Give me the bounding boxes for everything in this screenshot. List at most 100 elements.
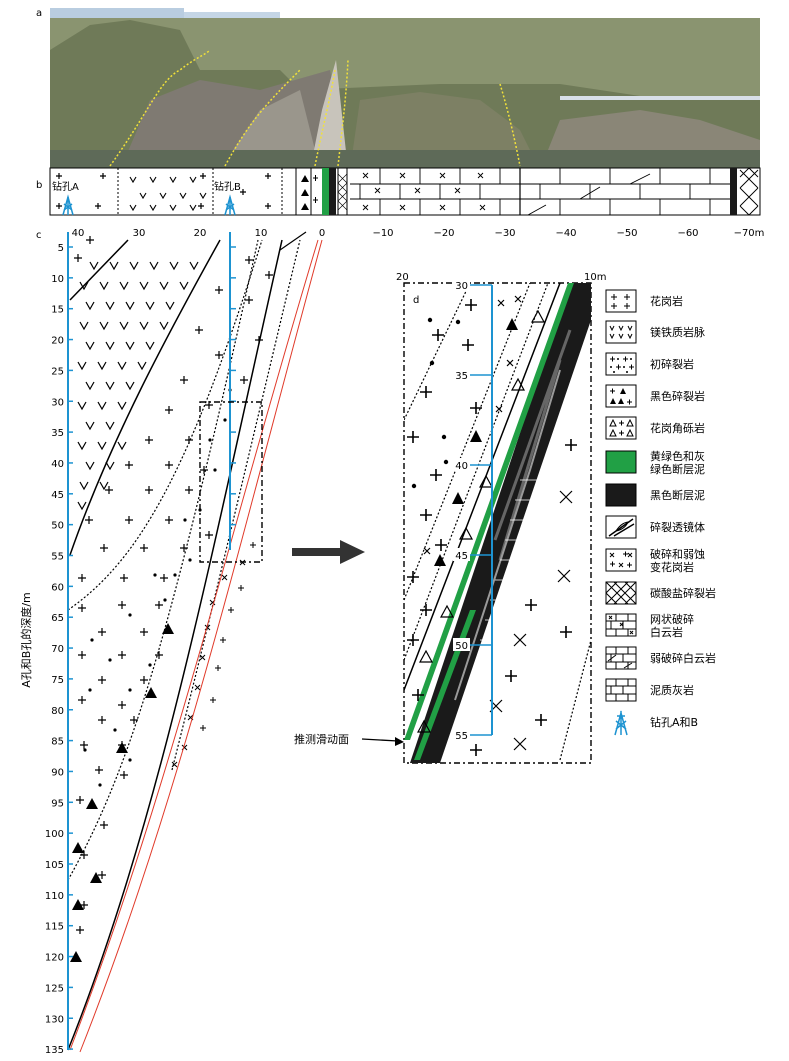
legend-swatch [605,384,637,408]
borehole-a-label: 钻孔A [52,180,79,193]
zoom-arrow-icon [292,540,365,564]
depth-tick-label: 5 [58,243,64,254]
c-altered [171,542,256,768]
depth-tick-label: 90 [51,767,64,778]
legend-item-marl: 泥质灰岩 [605,678,694,702]
panel-d-label: d [413,295,419,306]
depth-tick-label: 105 [45,860,64,871]
panel-d-inset: 20 10m d [294,272,606,764]
legend-item-lens: 碎裂透镜体 [605,515,705,539]
depth-tick-label: 80 [51,706,64,717]
legend-label: 碎裂透镜体 [650,520,705,534]
c-fault-lines [69,239,323,1053]
legend-label: 花岗角砾岩 [650,421,705,435]
depth-tick-label: 95 [51,798,64,809]
legend-swatch [605,646,637,670]
inset-tick-bg [453,548,470,561]
inset-tick-label: 35 [455,371,468,382]
depth-tick-label: 115 [45,922,64,933]
panel-c-label: c [36,230,42,241]
legend-item-carbonate: 碳酸盐碎裂岩 [605,581,716,605]
drill-icon [614,710,628,736]
c-dots [83,388,232,787]
legend-label: 钻孔A和B [650,715,698,729]
legend-swatch [605,483,637,507]
distance-tick-label: −20 [433,228,454,239]
depth-tick-label: 70 [51,644,64,655]
distance-tick-label: 40 [72,228,85,239]
legend-swatch [605,320,637,344]
legend-label: 黑色断层泥 [650,488,705,502]
legend-label: 黑色碎裂岩 [650,389,705,403]
distance-tick-label: 10 [255,228,268,239]
legend-item-drill: 钻孔A和B [614,710,698,736]
depth-tick-label: 100 [45,829,64,840]
legend-item-mafic: 镁铁质岩脉 [605,320,705,344]
distance-tick-label: 30 [133,228,146,239]
depth-tick-label: 135 [45,1045,64,1056]
legend-label: 镁铁质岩脉 [650,325,705,339]
distance-tick-label: −60 [677,228,698,239]
legend-label: 白云岩 [650,625,683,639]
distance-tick-label: −70m [734,228,765,239]
borehole-b-shaft [229,232,236,550]
legend-swatch [605,416,637,440]
depth-tick-label: 60 [51,582,64,593]
depth-tick-label: 125 [45,983,64,994]
inset-tick-bg [453,638,470,651]
legend-item-dolomite_weak: 弱破碎白云岩 [605,646,716,670]
depth-axis-label: A孔和B孔的深度/m [19,592,33,688]
inset-tick-bg [453,368,470,381]
panel-a-label: a [36,8,42,19]
legend-swatch [614,710,628,736]
legend-label: 初碎裂岩 [650,357,694,371]
inset-tick-label: 50 [455,641,468,652]
distance-tick-label: −10 [372,228,393,239]
panel-b-label: b [36,180,42,191]
inset-tick-bg [453,728,470,741]
legend-label: 花岗岩 [650,294,683,308]
distance-tick-label: −30 [494,228,515,239]
legend-swatch [605,450,637,474]
legend-swatch [605,515,637,539]
depth-tick-label: 35 [51,428,64,439]
depth-tick-label: 65 [51,613,64,624]
legend-swatch [605,289,637,313]
inset-tick-bg [453,458,470,471]
depth-tick-label: 75 [51,675,64,686]
inset-tick-bg [453,278,470,291]
depth-tick-label: 20 [51,336,64,347]
inset-tick-label: 40 [455,461,468,472]
depth-tick-label: 10 [51,274,64,285]
depth-tick-label: 40 [51,459,64,470]
legend: 花岗岩镁铁质岩脉初碎裂岩黑色碎裂岩花岗角砾岩黄绿色和灰绿色断层泥黑色断层泥碎裂透… [605,289,716,736]
legend-label: 破碎和弱蚀 [650,547,705,561]
legend-label: 弱破碎白云岩 [650,651,716,665]
legend-swatch [605,678,637,702]
distance-tick-label: −50 [616,228,637,239]
legend-item-granite_breccia: 花岗角砾岩 [605,416,705,440]
inset-tick-label: 45 [455,551,468,562]
inset-marker-box [199,401,263,563]
legend-label: 泥质灰岩 [650,683,694,697]
legend-item-black_gouge: 黑色断层泥 [605,483,705,507]
depth-tick-label: 85 [51,737,64,748]
panel-b-strip: b [36,167,761,216]
borehole-a-shaft: 5101520253035404550556065707580859095100… [45,232,73,1056]
depth-tick-label: 110 [45,891,64,902]
borehole-b-label: 钻孔B [214,180,241,193]
slip-surface-label: 推测滑动面 [294,732,349,746]
depth-tick-label: 50 [51,521,64,532]
depth-tick-label: 15 [51,305,64,316]
c-symbols [74,236,273,934]
legend-item-incipient: 初碎裂岩 [605,352,694,376]
inset-tick-label: 55 [455,731,468,742]
legend-swatch [605,581,637,605]
legend-label: 碳酸盐碎裂岩 [650,586,716,600]
